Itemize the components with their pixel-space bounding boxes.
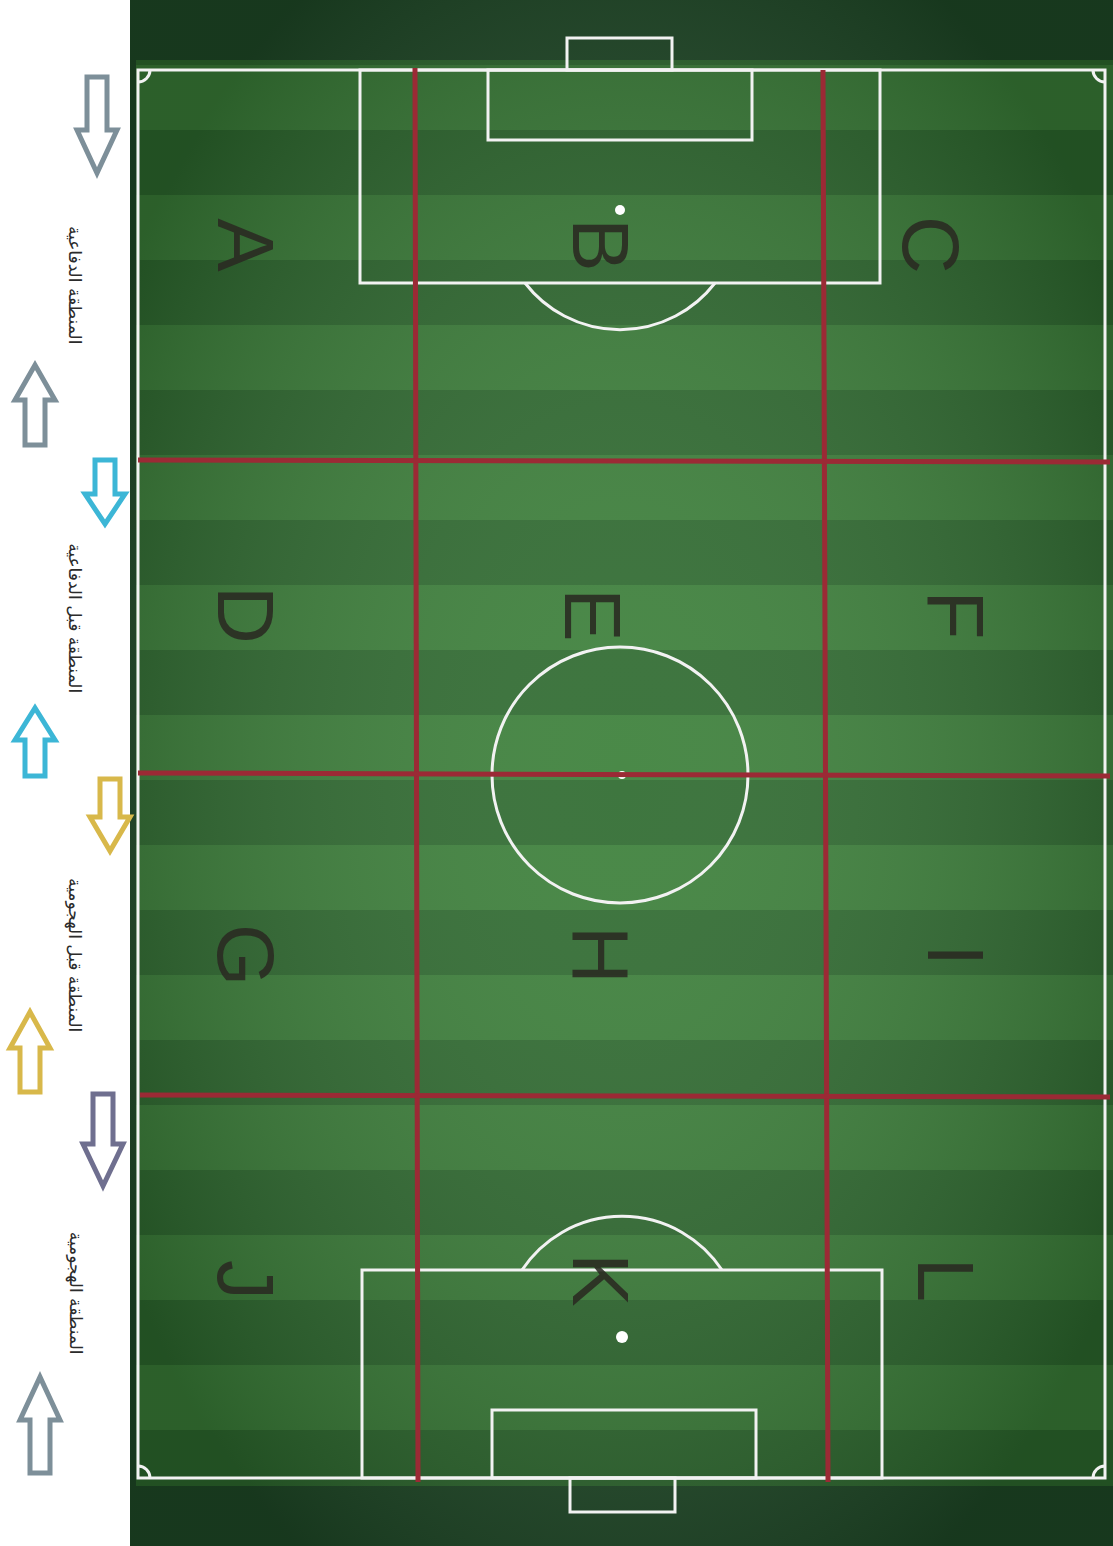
pitch-surround [130,0,1113,1546]
zone-name: المنطقة قبل الدفاعية [65,543,85,693]
zone-letter: F [915,591,995,640]
zone-letter: L [905,1258,985,1303]
zone-letter: A [205,218,285,271]
zone-letter: H [560,926,640,984]
zone-letter: B [560,218,640,271]
zone-letter: I [915,944,995,966]
zone-letter: C [890,216,970,274]
grass-shade [130,0,1113,1546]
zone-name: المنطقة قبل الهجومية [65,878,85,1032]
zone-arrows [10,77,130,1473]
zone-letter: G [205,924,285,986]
zone-grid [138,68,1110,1482]
zone-name: المنطقة الدفاعية [65,226,85,344]
zone-name: المنطقة الهجومية [65,1232,85,1355]
zone-letter: J [205,1260,285,1300]
zone-letter: K [560,1253,640,1306]
zone-letter: D [205,586,285,644]
zone-letter: E [552,588,632,641]
